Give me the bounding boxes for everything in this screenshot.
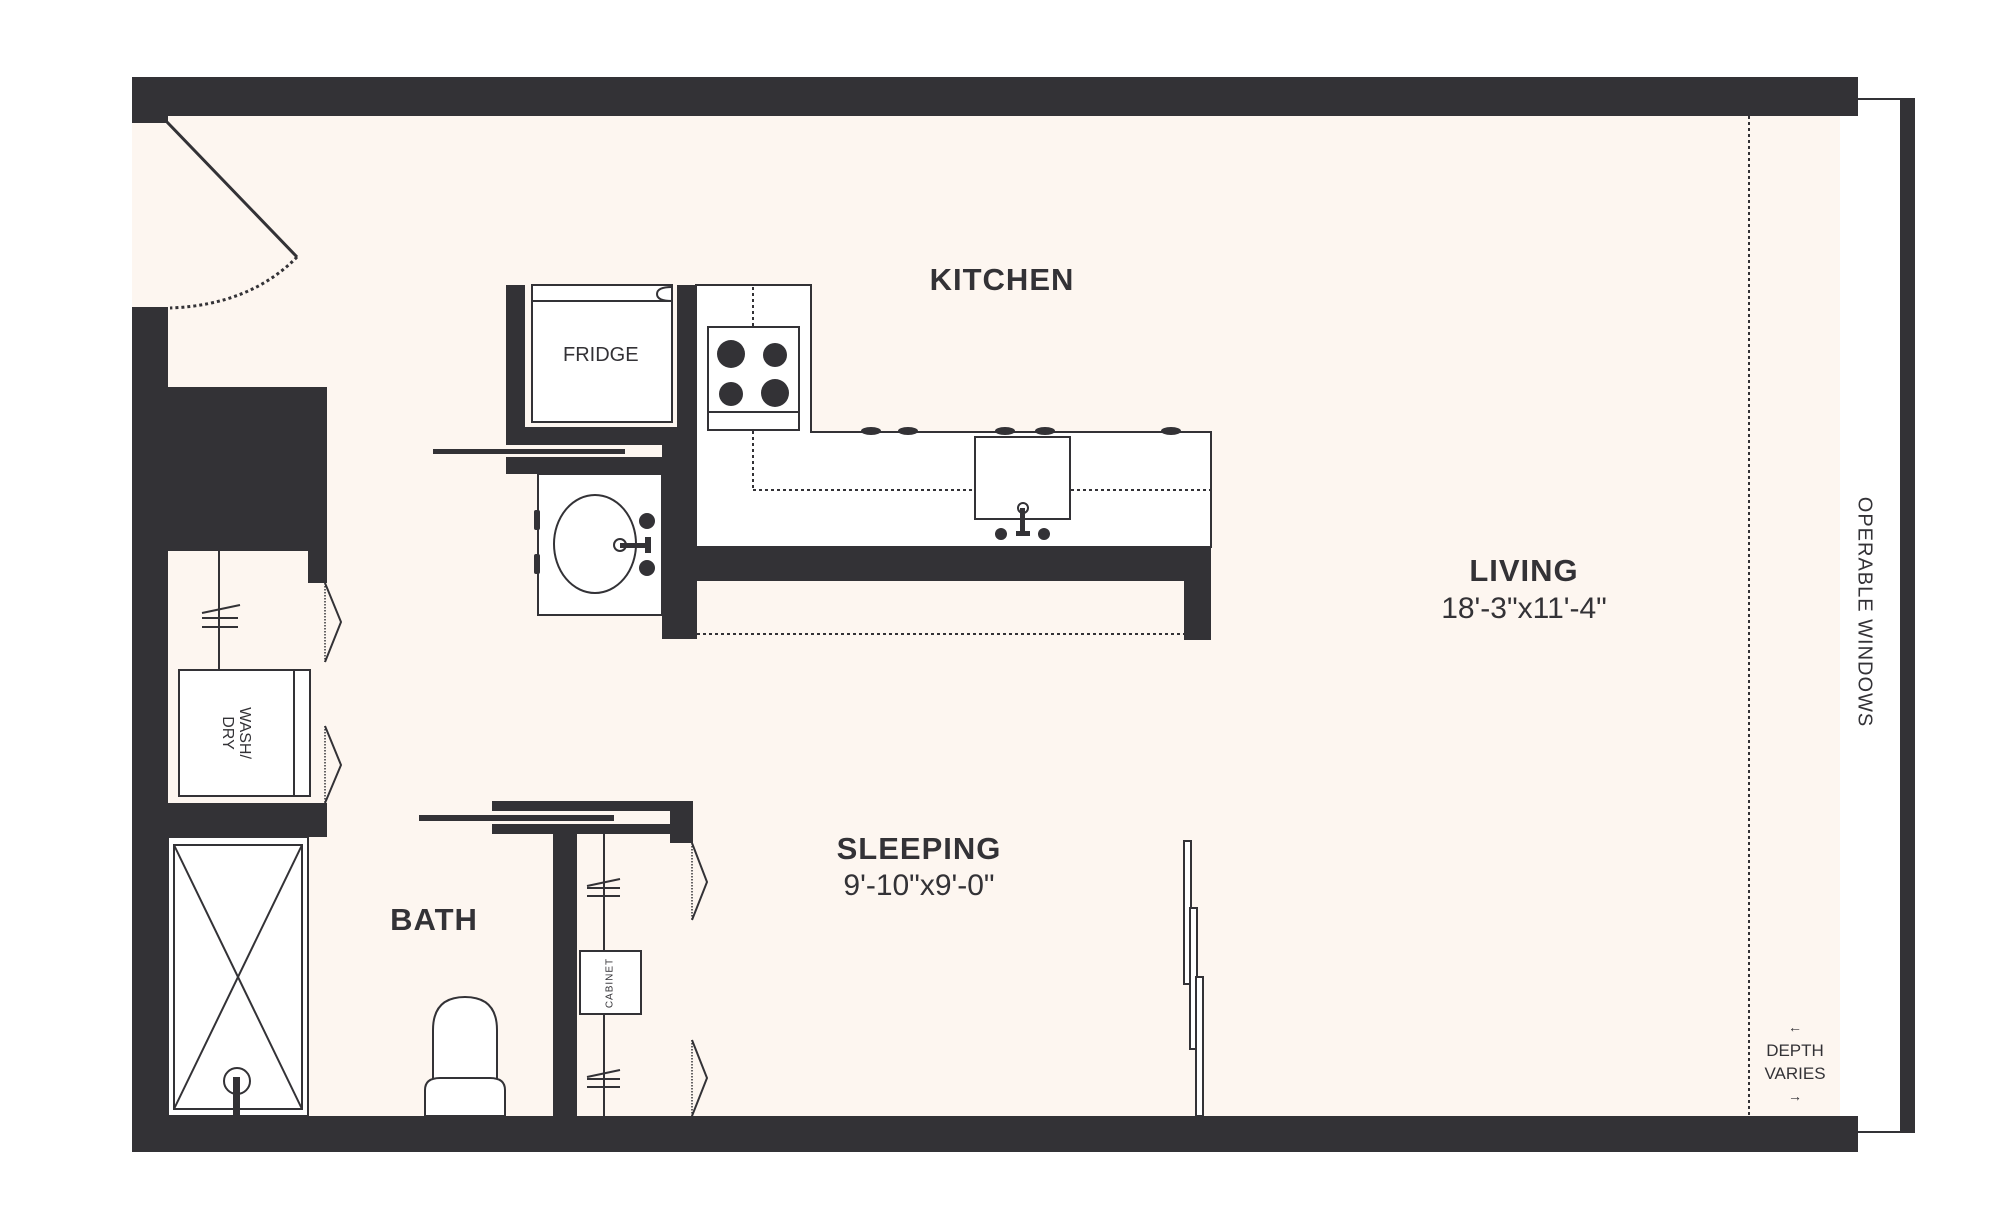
arrow-right-icon: →	[1788, 1088, 1802, 1104]
vanity-wall-right	[662, 445, 697, 639]
depth-varies-note: ← DEPTH VARIES →	[1764, 1016, 1825, 1108]
laundry-bath-wall	[132, 803, 327, 837]
closet-wall-step	[308, 540, 327, 583]
sleeping-dimensions: 9'-10"x9'-0"	[843, 869, 995, 902]
operable-windows-frame	[1858, 98, 1915, 1133]
washer-dryer	[178, 669, 311, 797]
sleeping-label: SLEEPING	[836, 831, 1002, 866]
operable-windows-label: OPERABLE WINDOWS	[1853, 496, 1876, 728]
bath-partition-wall	[553, 834, 577, 1116]
floor-area	[132, 116, 1840, 1116]
kitchen-wall-stub-right	[1184, 547, 1211, 640]
living-dimensions: 18'-3"x11'-4"	[1441, 592, 1607, 625]
top-wall	[132, 77, 1858, 116]
bath-label: BATH	[390, 902, 478, 937]
varies-label: VARIES	[1764, 1064, 1826, 1083]
bottom-wall	[132, 1116, 1858, 1152]
laundry-bifold-door-upper[interactable]	[324, 582, 343, 663]
depth-label: DEPTH	[1766, 1041, 1824, 1060]
fridge-label: FRIDGE	[563, 344, 639, 366]
sleeping-closet-top-bar	[492, 801, 693, 811]
laundry-closet	[178, 551, 311, 797]
sleeping-closet-door-upper[interactable]	[691, 842, 709, 921]
bar-stools	[861, 427, 1181, 435]
shower	[167, 836, 309, 1117]
vanity-wall-top	[506, 457, 696, 474]
stove	[707, 326, 800, 431]
sleeping-closet-lower-bar	[492, 824, 670, 834]
entry-door[interactable]	[165, 120, 299, 310]
bath-sliding-door[interactable]	[419, 815, 614, 821]
kitchen-back-wall	[677, 547, 1211, 581]
sleeping-sliding-panels[interactable]	[1183, 840, 1204, 1117]
fridge-wall-bottom	[506, 427, 684, 445]
vanity-sliding-door[interactable]	[433, 449, 625, 454]
sleeping-closet-end-block	[670, 801, 693, 843]
kitchen-sink	[974, 436, 1071, 540]
laundry-bifold-door-lower[interactable]	[324, 725, 343, 804]
bath-vanity	[534, 473, 663, 616]
arrow-left-icon: ←	[1788, 1019, 1802, 1035]
closet-wall-block	[132, 387, 327, 551]
sleeping-closet	[579, 834, 642, 1116]
left-wall-top	[132, 77, 168, 123]
fridge-wall-left	[506, 285, 525, 445]
washer-dryer-label: WASH/ DRY	[219, 707, 253, 759]
cabinet	[579, 950, 642, 1015]
cabinet-label: CABINET	[604, 957, 616, 1009]
toilet	[424, 995, 506, 1117]
sleeping-closet-door-lower[interactable]	[691, 1039, 709, 1117]
kitchen-label: KITCHEN	[929, 262, 1075, 297]
living-label: LIVING	[1469, 553, 1579, 588]
fridge	[531, 284, 673, 423]
